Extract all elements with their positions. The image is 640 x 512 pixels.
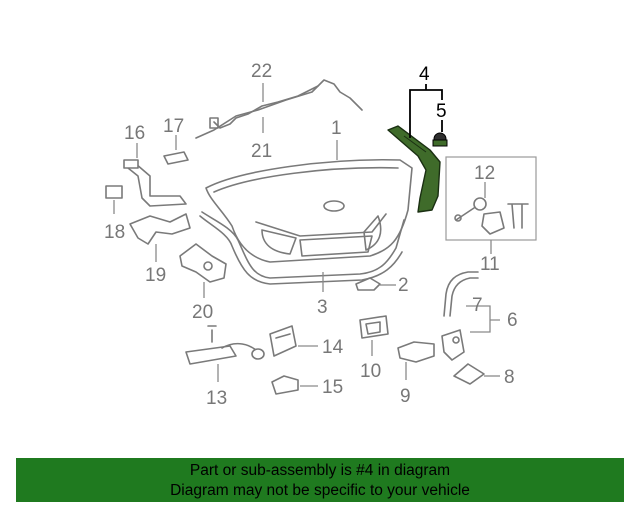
part-21-22-wiring-harness[interactable] bbox=[195, 79, 363, 139]
callout-15[interactable]: 15 bbox=[322, 377, 343, 398]
callout-9[interactable]: 9 bbox=[400, 386, 411, 407]
notice-banner: Part or sub-assembly is #4 in diagram Di… bbox=[16, 458, 624, 502]
callout-11[interactable]: 11 bbox=[480, 254, 500, 275]
part-19-hinge-arm[interactable] bbox=[129, 213, 191, 245]
part-18-stopper[interactable] bbox=[105, 185, 123, 199]
callout-8[interactable]: 8 bbox=[504, 367, 515, 388]
callout-20[interactable]: 20 bbox=[192, 302, 213, 323]
callout-5[interactable]: 5 bbox=[436, 101, 447, 122]
part-6-latch[interactable] bbox=[441, 329, 465, 361]
callout-13[interactable]: 13 bbox=[206, 388, 227, 409]
part-11-lock-cylinder-set[interactable] bbox=[445, 156, 537, 241]
callout-14[interactable]: 14 bbox=[322, 337, 344, 358]
callout-7[interactable]: 7 bbox=[472, 295, 483, 316]
callout-2[interactable]: 2 bbox=[398, 275, 409, 296]
notice-line-2: Diagram may not be specific to your vehi… bbox=[170, 482, 470, 499]
part-9-striker[interactable] bbox=[397, 341, 435, 363]
callout-21[interactable]: 21 bbox=[251, 141, 272, 162]
callout-3[interactable]: 3 bbox=[317, 297, 328, 318]
callout-1[interactable]: 1 bbox=[331, 118, 342, 139]
callout-16[interactable]: 16 bbox=[124, 123, 145, 144]
part-8-bracket[interactable] bbox=[453, 363, 485, 385]
part-16-hinge[interactable] bbox=[123, 159, 187, 207]
part-1-trunk-lid[interactable] bbox=[205, 158, 413, 263]
callout-10[interactable]: 10 bbox=[360, 361, 381, 382]
callout-17[interactable]: 17 bbox=[163, 116, 184, 137]
callout-22[interactable]: 22 bbox=[251, 61, 272, 82]
callout-19[interactable]: 19 bbox=[145, 265, 166, 286]
callout-18[interactable]: 18 bbox=[104, 222, 125, 243]
part-5-clip[interactable] bbox=[432, 132, 448, 147]
part-7-seal[interactable] bbox=[443, 271, 479, 317]
part-10-handle-cover[interactable] bbox=[359, 315, 389, 339]
part-13-opener-lamp[interactable] bbox=[185, 325, 265, 365]
callout-12[interactable]: 12 bbox=[474, 163, 495, 184]
part-3-weatherstrip[interactable] bbox=[199, 211, 405, 285]
part-20-lock-assembly[interactable] bbox=[179, 243, 227, 283]
part-2-bumper[interactable] bbox=[355, 277, 381, 291]
part-14-bracket[interactable] bbox=[269, 325, 297, 357]
part-15-bracket[interactable] bbox=[271, 375, 299, 395]
callout-4[interactable]: 4 bbox=[419, 64, 430, 85]
callout-6[interactable]: 6 bbox=[507, 310, 518, 331]
notice-line-1: Part or sub-assembly is #4 in diagram bbox=[189, 462, 451, 479]
part-4-bracket-highlighted[interactable] bbox=[387, 125, 441, 213]
part-17-pad[interactable] bbox=[163, 151, 189, 165]
